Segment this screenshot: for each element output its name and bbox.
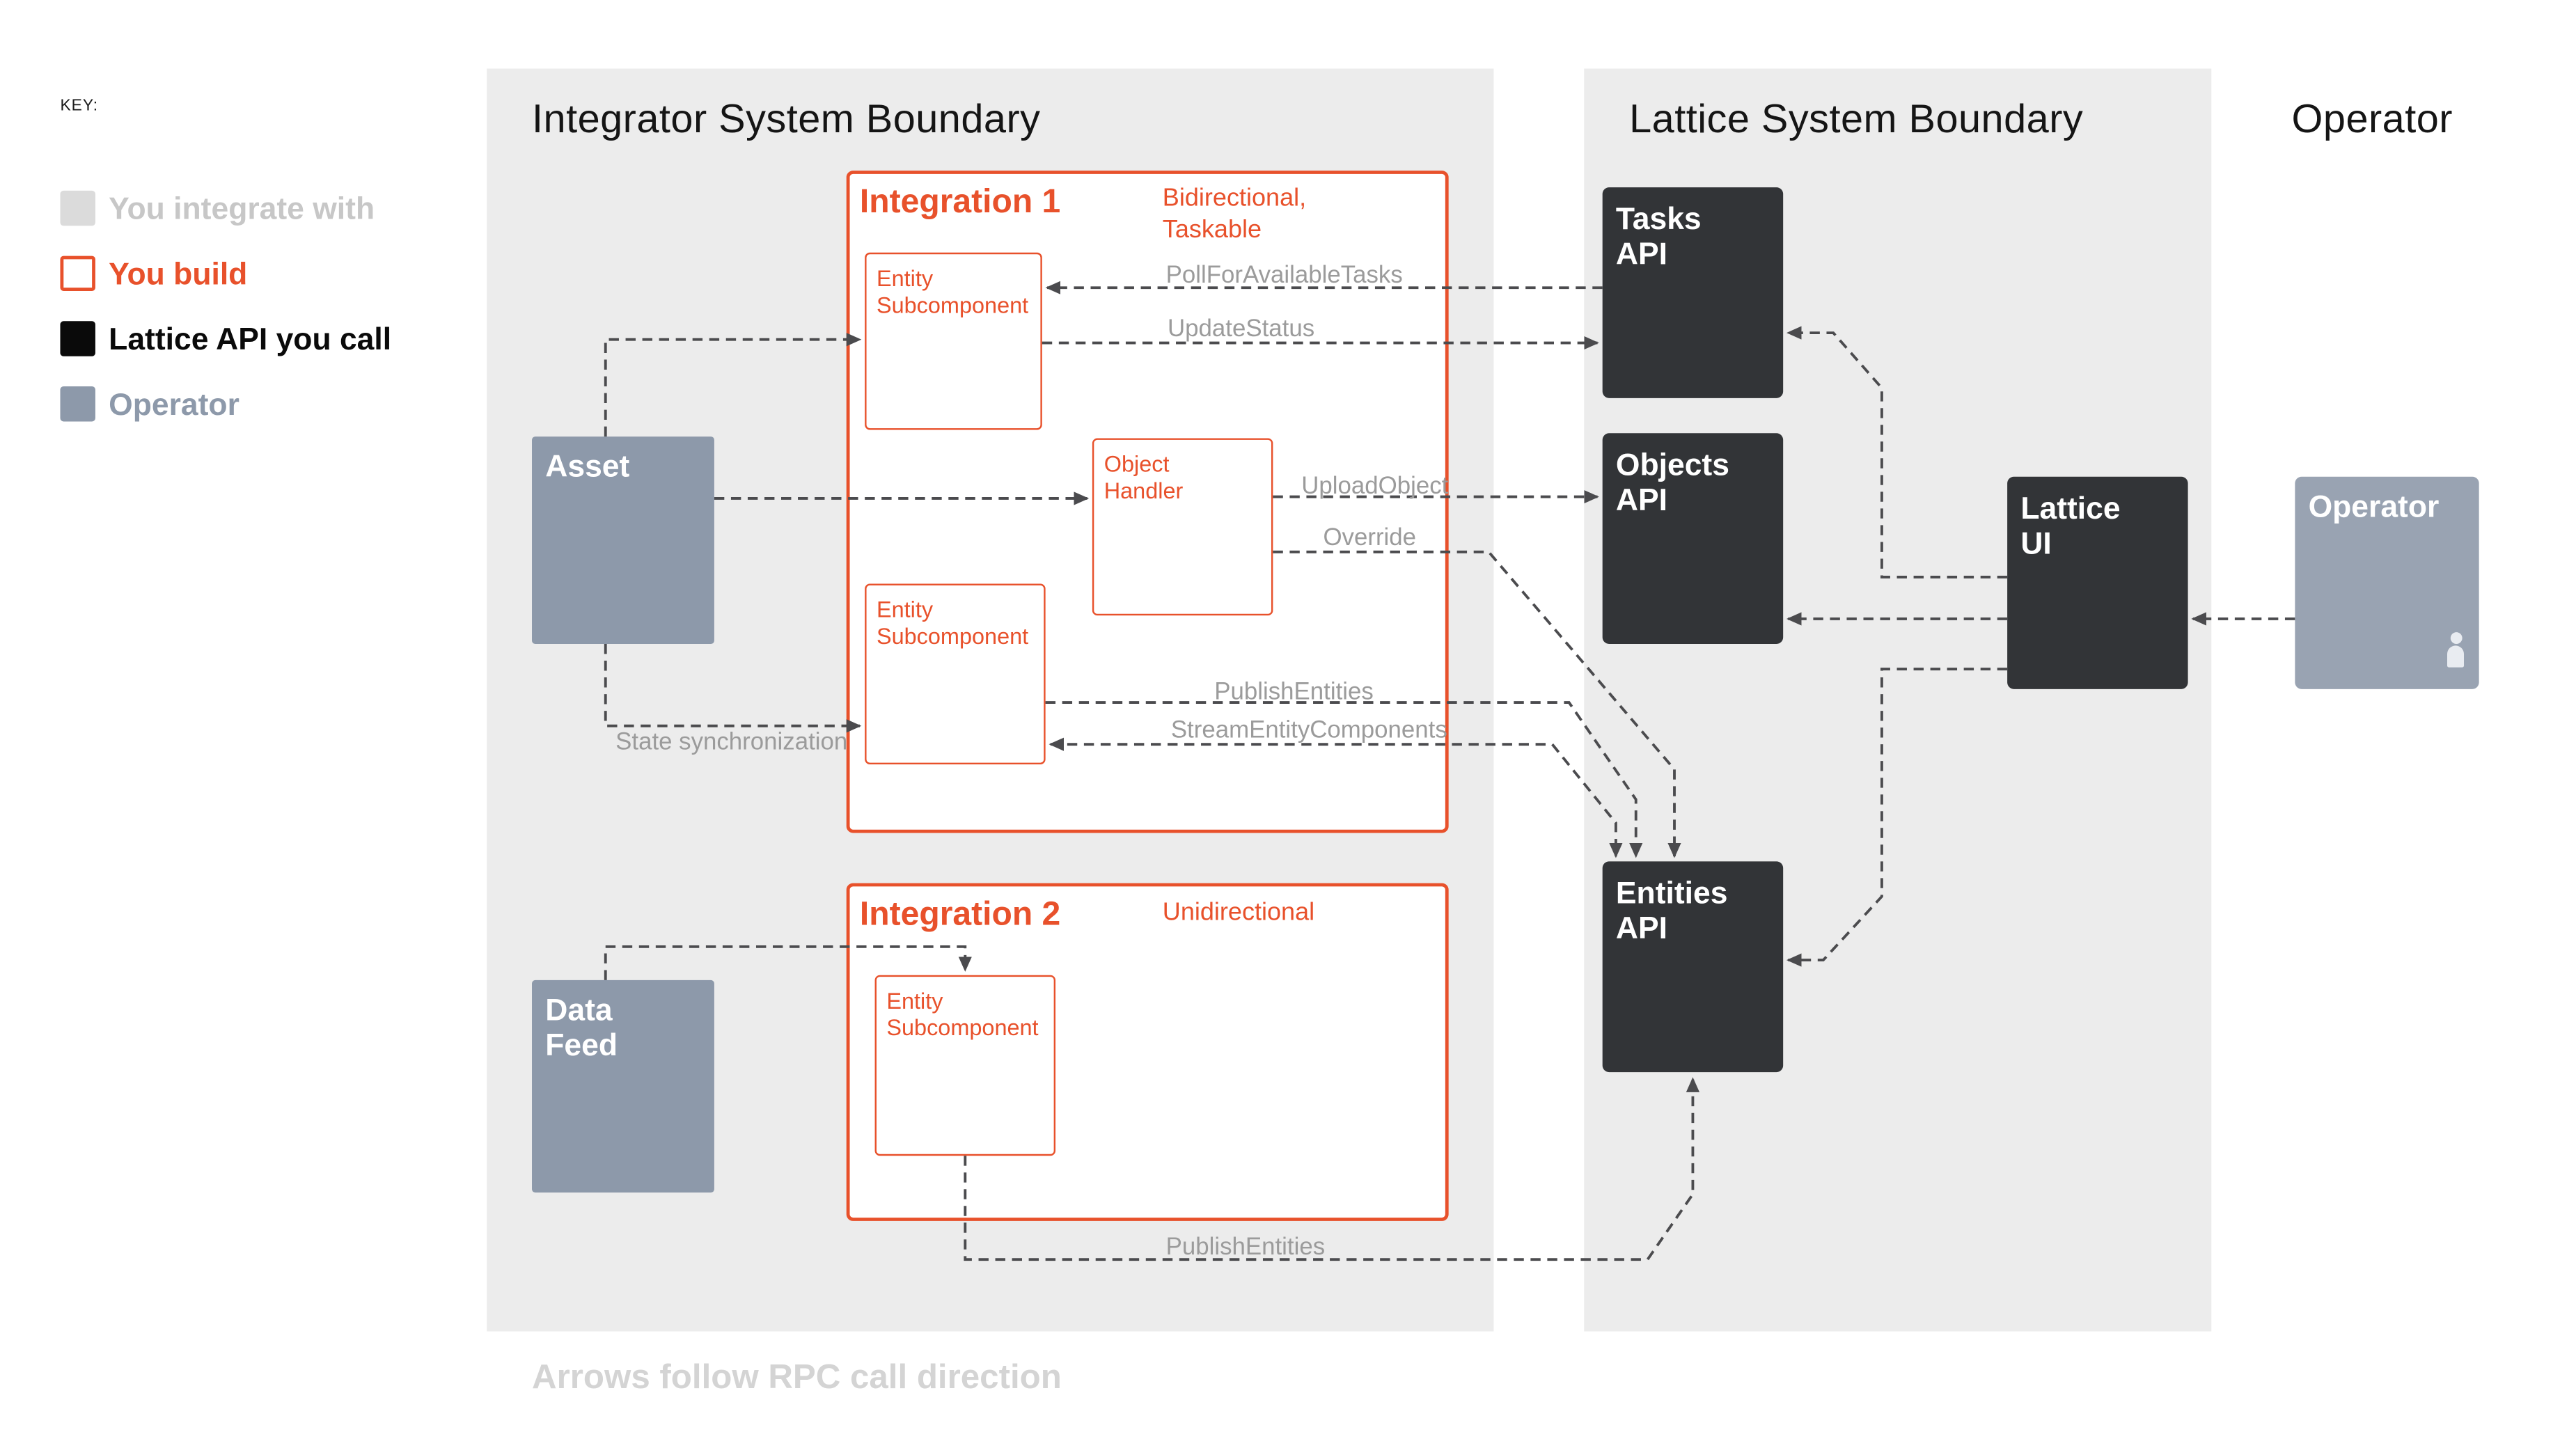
state-synchronization-label: State synchronization <box>615 729 848 756</box>
person-icon <box>2447 632 2465 668</box>
key-heading: KEY: <box>60 97 99 116</box>
you-integrate-with-swatch <box>60 190 95 226</box>
stream-entity-components-label: StreamEntityComponents <box>1170 717 1447 745</box>
entity-subcomponent-box: Entity Subcomponent <box>865 252 1042 430</box>
entities-api-box: Entities API <box>1602 861 1784 1073</box>
operator-box-label: Operator <box>2308 488 2440 524</box>
lattice-boundary-title: Lattice System Boundary <box>1629 97 2084 143</box>
override-label: Override <box>1323 525 1417 552</box>
objects-api-box: Objects API <box>1602 433 1784 644</box>
tasks-api-box: Tasks API <box>1602 187 1784 398</box>
integration-2-mode-label: Unidirectional <box>1162 898 1315 927</box>
operator-box: Operator <box>2295 476 2479 689</box>
operator-swatch <box>60 386 95 422</box>
entity-subcomponent-box: Entity Subcomponent <box>865 583 1046 764</box>
lattice-api-swatch <box>60 321 95 356</box>
lattice-ui-box: Lattice UI <box>2007 476 2188 689</box>
legend-label: You integrate with <box>109 190 375 226</box>
data-feed-box: Data Feed <box>532 979 714 1193</box>
you-build-swatch <box>60 255 95 292</box>
update-status-label: UpdateStatus <box>1168 316 1315 343</box>
poll-for-available-tasks-label: PollForAvailableTasks <box>1165 262 1403 290</box>
entity-subcomponent-box: Entity Subcomponent <box>874 975 1056 1156</box>
rpc-direction-footnote: Arrows follow RPC call direction <box>532 1358 1062 1397</box>
object-handler-box: Object Handler <box>1092 438 1273 616</box>
legend-label: Lattice API you call <box>109 321 392 356</box>
publish-entities-bottom-label: PublishEntities <box>1165 1234 1326 1261</box>
integration-1-mode-label: Bidirectional, Taskable <box>1162 184 1307 244</box>
asset-box: Asset <box>532 436 714 644</box>
integration-1-title: Integration 1 <box>859 184 1061 221</box>
legend-label: You build <box>109 255 248 292</box>
integration-2-title: Integration 2 <box>859 896 1061 934</box>
publish-entities-top-label: PublishEntities <box>1214 679 1374 706</box>
upload-object-label: UploadObject <box>1301 473 1449 501</box>
integrator-boundary-title: Integrator System Boundary <box>532 97 1041 143</box>
operator-column-title: Operator <box>2291 97 2453 143</box>
legend-label: Operator <box>109 386 239 422</box>
